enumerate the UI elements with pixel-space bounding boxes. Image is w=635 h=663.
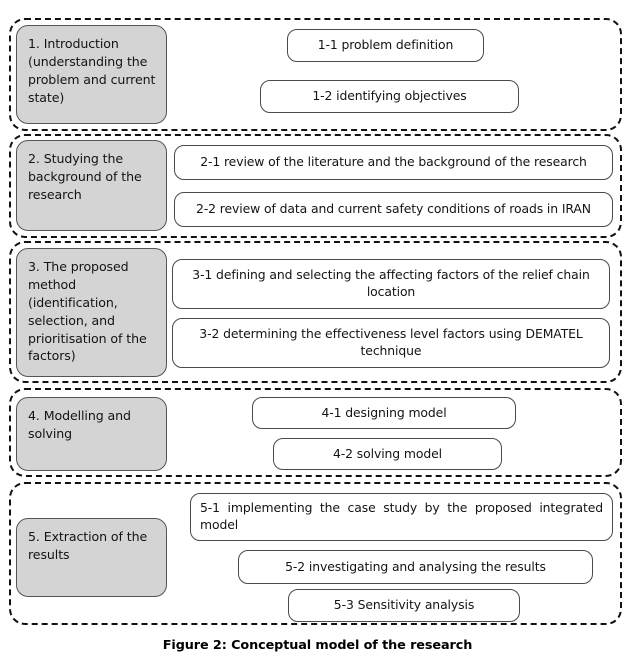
task-box-5-2: 5-2 investigating and analysing the resu… <box>238 550 593 584</box>
task-box-3-1: 3-1 defining and selecting the affecting… <box>172 259 610 309</box>
task-label-1-1: 1-1 problem definition <box>317 37 454 53</box>
task-label-5-2: 5-2 investigating and analysing the resu… <box>285 558 546 574</box>
task-box-3-2: 3-2 determining the effectiveness level … <box>172 318 610 368</box>
task-box-4-2: 4-2 solving model <box>273 438 502 470</box>
phase-container-3 <box>9 241 622 383</box>
stage-label-4: 4. Modelling and solving <box>28 408 131 441</box>
stage-box-5: 5. Extraction of the results <box>16 518 167 597</box>
task-box-1-1: 1-1 problem definition <box>287 29 484 62</box>
task-label-4-1: 4-1 designing model <box>321 404 447 420</box>
task-box-2-2: 2-2 review of data and current safety co… <box>174 192 613 227</box>
stage-label-3: 3. The proposed method (identification, … <box>28 259 147 364</box>
task-box-5-3: 5-3 Sensitivity analysis <box>288 589 520 622</box>
phase-container-2 <box>9 134 622 238</box>
task-label-2-1: 2-1 review of the literature and the bac… <box>200 154 587 170</box>
stage-box-3: 3. The proposed method (identification, … <box>16 248 167 377</box>
task-box-4-1: 4-1 designing model <box>252 397 516 429</box>
task-box-1-2: 1-2 identifying objectives <box>260 80 519 113</box>
stage-box-1: 1. Introduction (understanding the probl… <box>16 25 167 124</box>
task-label-3-2: 3-2 determining the effectiveness level … <box>199 326 583 358</box>
phase-container-1 <box>9 18 622 131</box>
task-label-5-1: 5-1 implementing the case study by the p… <box>200 500 603 532</box>
task-label-2-2: 2-2 review of data and current safety co… <box>196 201 591 217</box>
stage-label-1: 1. Introduction (understanding the probl… <box>28 36 156 105</box>
task-label-3-1: 3-1 defining and selecting the affecting… <box>192 267 590 299</box>
task-label-5-3: 5-3 Sensitivity analysis <box>333 597 475 613</box>
task-box-2-1: 2-1 review of the literature and the bac… <box>174 145 613 180</box>
stage-box-2: 2. Studying the background of the resear… <box>16 140 167 231</box>
phase-container-4 <box>9 388 622 477</box>
stage-box-4: 4. Modelling and solving <box>16 397 167 471</box>
stage-label-2: 2. Studying the background of the resear… <box>28 151 142 202</box>
task-label-1-2: 1-2 identifying objectives <box>312 88 467 104</box>
phase-container-5 <box>9 482 622 625</box>
stage-label-5: 5. Extraction of the results <box>28 529 148 562</box>
task-box-5-1: 5-1 implementing the case study by the p… <box>190 493 613 541</box>
figure-caption: Figure 2: Conceptual model of the resear… <box>162 638 473 653</box>
task-label-4-2: 4-2 solving model <box>333 445 442 461</box>
